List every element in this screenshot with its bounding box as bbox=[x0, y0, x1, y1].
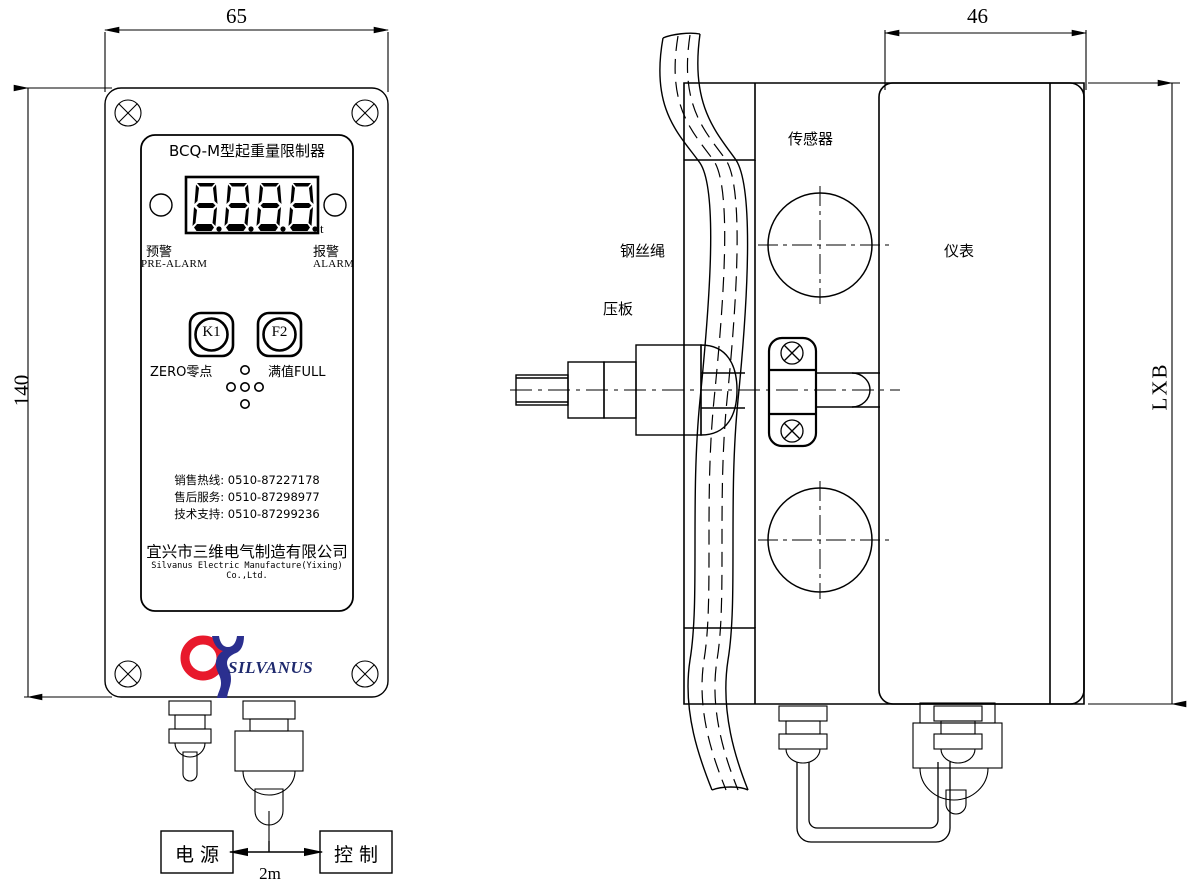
case-screw-bottom-left bbox=[114, 660, 142, 688]
buzzer-holes bbox=[226, 364, 265, 409]
case-screw-bottom-right bbox=[351, 660, 379, 688]
seven-segment-digits bbox=[192, 183, 318, 232]
label-pressure-plate: 压板 bbox=[603, 300, 634, 318]
label-sensor: 传感器 bbox=[788, 130, 834, 148]
alarm-label-en: ALARM bbox=[313, 258, 355, 270]
control-box-shape bbox=[319, 830, 393, 874]
shaft-stub-right bbox=[815, 372, 880, 408]
dimension-label-lxb: LXB bbox=[1147, 362, 1172, 411]
side-instrument-body bbox=[878, 82, 1085, 705]
dimension-label-140: 140 bbox=[9, 374, 34, 407]
logo-wordmark: SILVANUS bbox=[228, 658, 314, 677]
pre-alarm-label-en: PRE-ALARM bbox=[141, 258, 208, 270]
device-outer-case bbox=[104, 87, 389, 698]
dimension-140 bbox=[13, 84, 112, 701]
button-k1-label[interactable]: K1 bbox=[202, 324, 221, 340]
case-screw-top-left bbox=[114, 99, 142, 127]
contact-sales: 销售热线: 0510-87227178 bbox=[174, 473, 320, 487]
gland-right-front bbox=[234, 700, 304, 841]
alarm-label-cn: 报警 bbox=[313, 245, 340, 260]
led-alarm bbox=[323, 193, 347, 217]
wire-rope-strands bbox=[674, 34, 739, 791]
clamp-screw-bottom bbox=[780, 419, 804, 443]
display-window bbox=[184, 175, 320, 235]
contact-service: 售后服务: 0510-87298977 bbox=[174, 490, 320, 504]
wiring-branch bbox=[228, 841, 324, 857]
button-k1-shape[interactable] bbox=[188, 311, 235, 358]
product-title: BCQ-M型起重量限制器 bbox=[168, 142, 326, 160]
label-instrument: 仪表 bbox=[944, 242, 975, 260]
dimension-46 bbox=[883, 29, 1088, 90]
gland-side-left bbox=[778, 705, 828, 764]
faceplate bbox=[140, 134, 354, 612]
dimension-label-46: 46 bbox=[967, 4, 988, 28]
sheave-upper-centerline bbox=[758, 186, 890, 304]
dimension-label-65: 65 bbox=[226, 4, 247, 28]
label-wire-rope: 钢丝绳 bbox=[620, 242, 666, 260]
contact-support: 技术支持: 0510-87299236 bbox=[174, 507, 320, 521]
pre-alarm-label-cn: 预警 bbox=[146, 245, 173, 260]
gland-side-right bbox=[912, 702, 1003, 815]
silvanus-logo bbox=[180, 635, 244, 698]
dimension-lxb bbox=[1088, 79, 1187, 708]
cable-loop bbox=[796, 762, 951, 843]
display-unit-label: t bbox=[320, 221, 324, 236]
sheave-lower-centerline bbox=[758, 481, 890, 599]
full-function-label: 满值FULL bbox=[268, 365, 326, 380]
clamp-screw-top bbox=[780, 341, 804, 365]
power-box-label: 电 源 bbox=[174, 844, 220, 866]
gland-left-front bbox=[168, 700, 212, 782]
company-name-en: Silvanus Electric Manufacture(Yixing) Co… bbox=[151, 561, 343, 581]
company-name-cn: 宜兴市三维电气制造有限公司 bbox=[146, 543, 348, 561]
power-box-shape bbox=[160, 830, 234, 874]
led-pre-alarm bbox=[149, 193, 173, 217]
cable-length-label: 2m bbox=[259, 864, 281, 883]
wire-rope-outline bbox=[659, 32, 749, 791]
case-screw-top-right bbox=[351, 99, 379, 127]
dimension-65 bbox=[103, 26, 390, 92]
control-box-label: 控 制 bbox=[333, 844, 379, 866]
button-f2-shape[interactable] bbox=[256, 311, 303, 358]
button-f2-label[interactable]: F2 bbox=[271, 324, 288, 340]
zero-function-label: ZERO零点 bbox=[150, 365, 213, 380]
side-sensor-body bbox=[683, 82, 1085, 705]
